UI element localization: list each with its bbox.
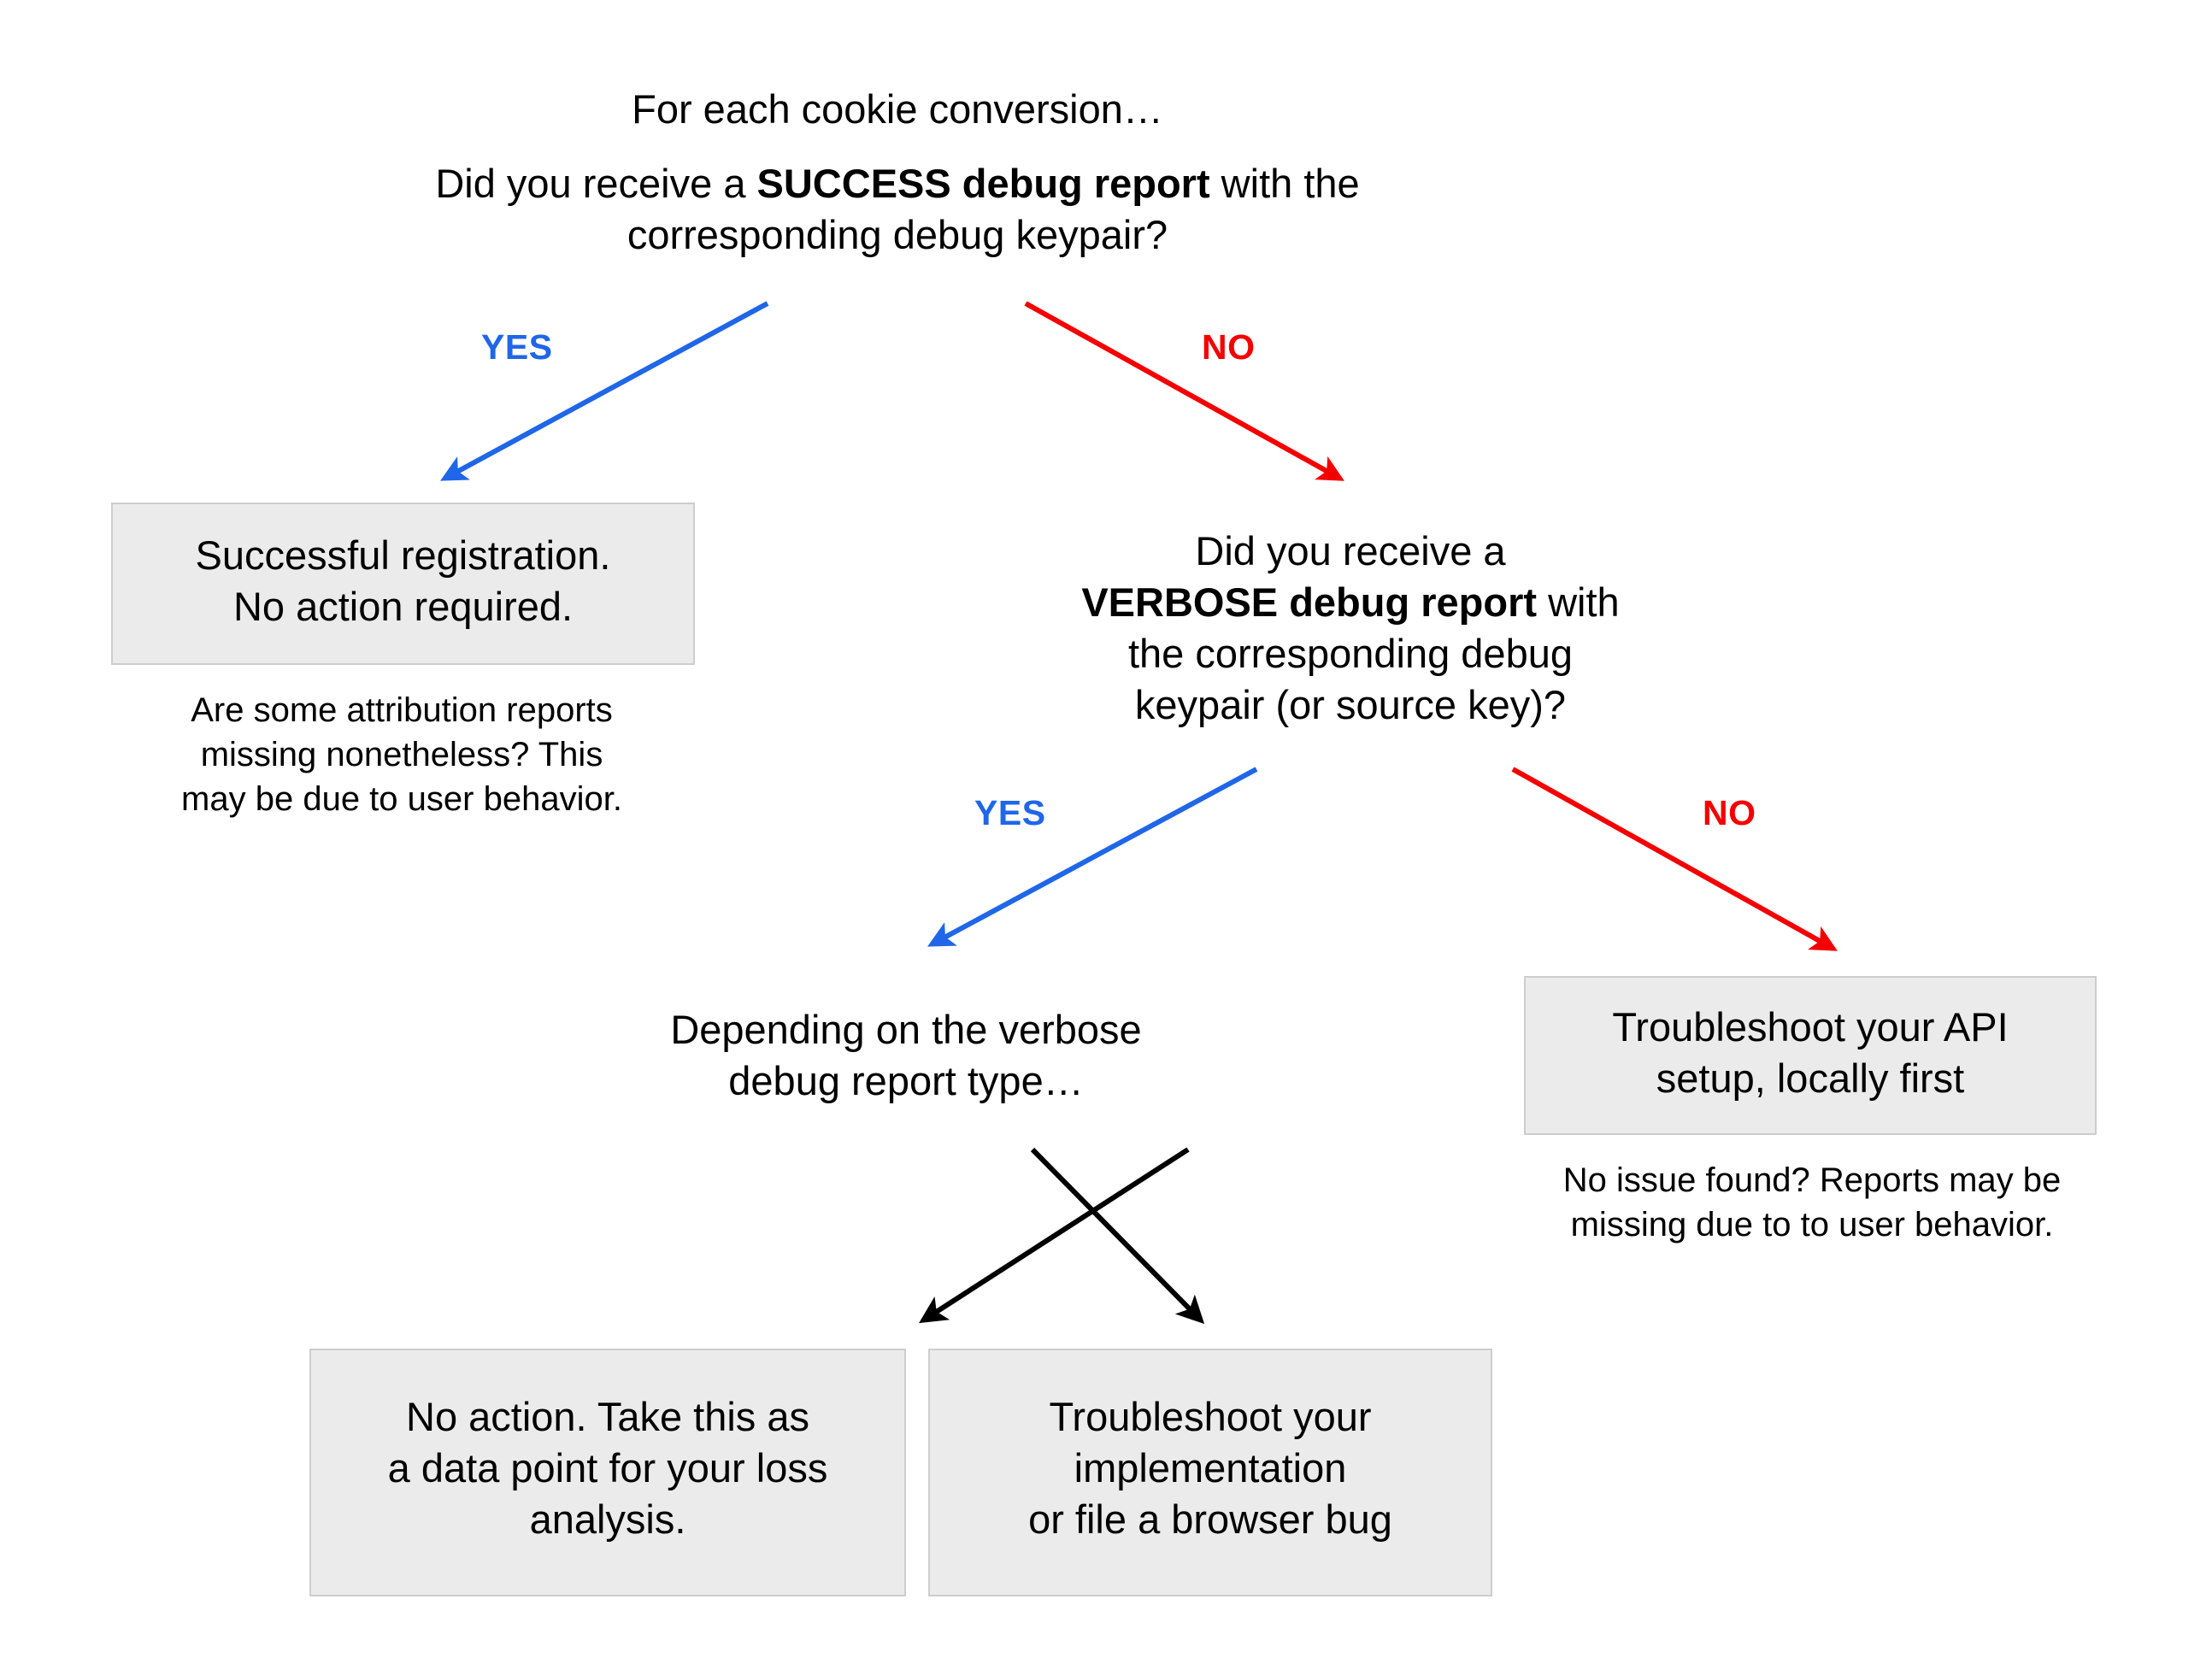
question-success-part-1: Did you receive a	[435, 161, 757, 206]
caption-success-line-1: Are some attribution reports	[191, 691, 613, 729]
branch-verbose-line-2: debug report type…	[728, 1058, 1084, 1104]
question-verbose-line-3: the corresponding debug	[1127, 631, 1573, 677]
edge-q1-no-arrow	[1024, 301, 1344, 481]
outcome-no-action-line-1: No action. Take this as	[406, 1394, 809, 1439]
edge-verbose-left-arrow	[919, 1147, 1190, 1324]
outcome-api-line-1: Troubleshoot your API	[1612, 1004, 2009, 1049]
outcome-impl-line-3: or file a browser bug	[1028, 1496, 1392, 1543]
outcome-no-action-line-3: analysis.	[529, 1496, 686, 1543]
question-success-line-1: Did you receive a SUCCESS debug report w…	[282, 158, 1513, 209]
caption-success-line-2: missing nonetheless? This	[200, 736, 603, 773]
caption-api-line-1: No issue found? Reports may be	[1562, 1161, 2062, 1199]
question-verbose-emphasis: VERBOSE debug report	[1081, 579, 1538, 626]
question-verbose-report: Did you receive a VERBOSE debug report w…	[1009, 526, 1692, 748]
question-success-line-2: corresponding debug keypair?	[627, 212, 1168, 258]
caption-api-line-2: missing due to to user behavior.	[1570, 1206, 2054, 1244]
outcome-api-line-2: setup, locally first	[1656, 1055, 1965, 1102]
edge-label-q2-yes: YES	[974, 793, 1046, 832]
eyebrow-text: For each cookie conversion…	[427, 84, 1368, 135]
edge-verbose-right-arrow	[1030, 1147, 1205, 1325]
outcome-troubleshoot-api-setup[interactable]: Troubleshoot your API setup, locally fir…	[1524, 976, 2097, 1135]
outcome-no-action-line-2: a data point for your loss	[387, 1445, 828, 1491]
caption-no-issue-found: No issue found? Reports may be missing d…	[1466, 1158, 2158, 1261]
caption-attribution-reports-missing: Are some attribution reports missing non…	[103, 688, 701, 833]
question-verbose-line-4: keypair (or source key)?	[1134, 682, 1567, 728]
outcome-impl-line-2: implementation	[1074, 1445, 1347, 1491]
edge-label-q1-no: NO	[1202, 327, 1256, 367]
branch-verbose-report-type: Depending on the verbose debug report ty…	[598, 1004, 1214, 1115]
edge-label-q2-no: NO	[1703, 793, 1756, 832]
outcome-success-line-1: Successful registration.	[195, 532, 611, 578]
outcome-troubleshoot-implementation[interactable]: Troubleshoot your implementation or file…	[928, 1349, 1492, 1596]
outcome-successful-registration[interactable]: Successful registration. No action requi…	[111, 503, 695, 665]
edge-label-q1-yes: YES	[481, 327, 553, 367]
eyebrow-label: For each cookie conversion…	[632, 85, 1163, 132]
outcome-no-action-data-point[interactable]: No action. Take this as a data point for…	[309, 1349, 906, 1596]
branch-verbose-line-1: Depending on the verbose	[670, 1007, 1142, 1052]
question-success-part-2: with the	[1209, 161, 1360, 206]
edge-q2-no-arrow	[1511, 767, 1838, 951]
outcome-impl-line-1: Troubleshoot your	[1049, 1394, 1372, 1439]
outcome-success-line-2: No action required.	[232, 584, 574, 630]
question-verbose-line-1: Did you receive a	[1195, 528, 1506, 573]
question-verbose-part-after: with	[1537, 579, 1620, 626]
question-verbose-line-2: VERBOSE debug report with	[1009, 577, 1692, 628]
question-success-report: Did you receive a SUCCESS debug report w…	[282, 158, 1513, 278]
question-success-emphasis: SUCCESS debug report	[756, 161, 1210, 206]
caption-success-line-3: may be due to user behavior.	[181, 780, 622, 818]
